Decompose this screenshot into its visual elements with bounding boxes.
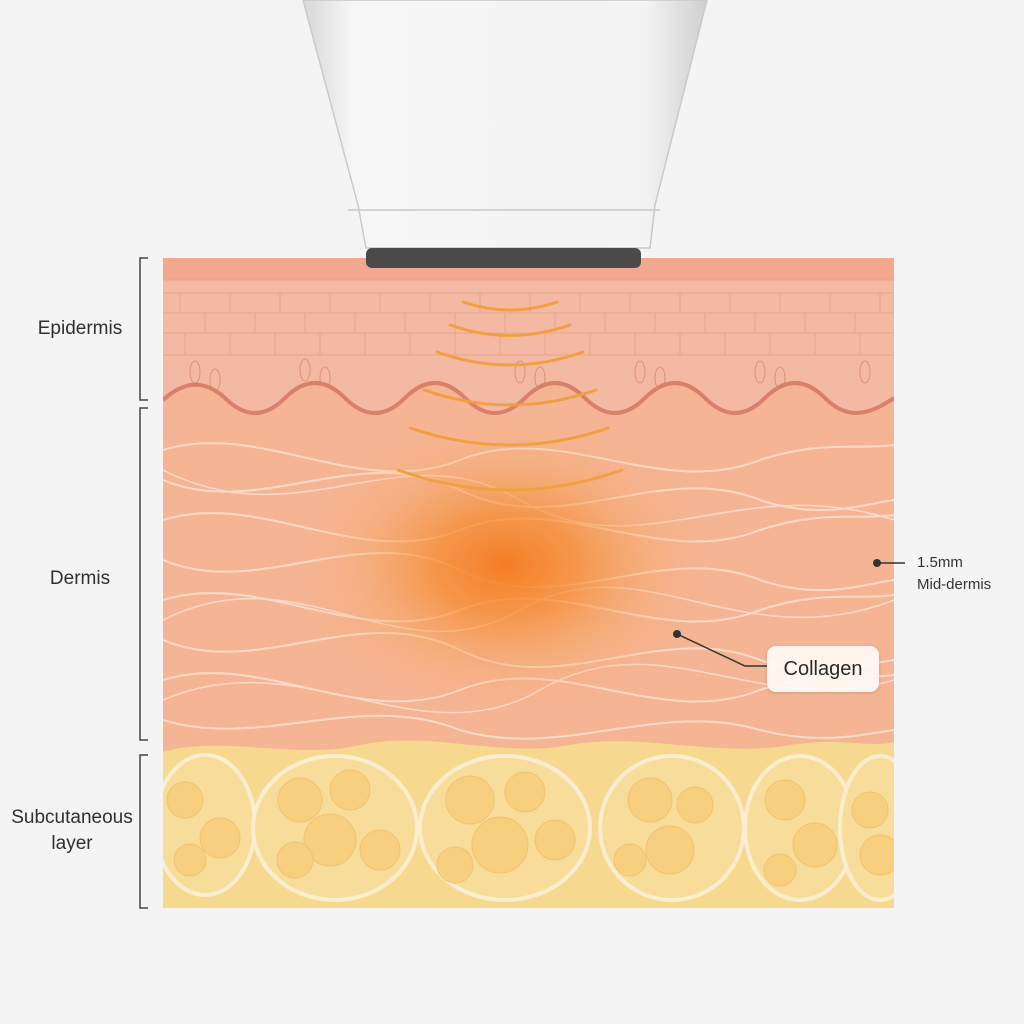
depth-callout: 1.5mm Mid-dermis [917,552,991,596]
dermal-epidermal-junction [163,381,894,415]
label-subcutaneous-line2: layer [51,833,93,854]
basal-cells [189,358,871,392]
heat-focus-zone [295,415,715,715]
collagen-label: Collagen [767,646,879,692]
depth-value: 1.5mm [917,554,963,571]
label-dermis: Dermis [49,568,111,589]
label-subcutaneous-line1: Subcutaneous [11,807,133,828]
label-epidermis: Epidermis [37,318,123,339]
ultrasound-waves [396,300,624,492]
epidermis-cells [163,279,894,356]
ultrasound-device [302,0,708,268]
callout-leaders [673,559,905,667]
device-transducer-tip [366,248,641,268]
fat-cells [166,769,894,887]
stratum-corneum [163,258,894,280]
depth-label: Mid-dermis [917,576,992,593]
label-subcutaneous: Subcutaneous layer [6,805,138,857]
layer-brackets [139,257,148,909]
